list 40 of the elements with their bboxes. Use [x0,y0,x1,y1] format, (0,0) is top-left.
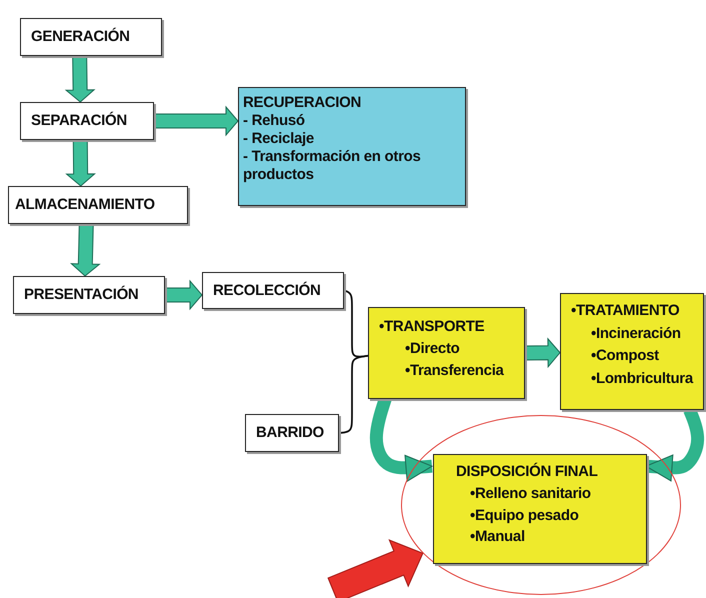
list-item: - Rehusó [243,112,305,130]
list-item: •Equipo pesado [470,506,579,526]
list-item: •Compost [591,346,659,366]
block-arrow [64,55,96,103]
process-box [560,293,704,410]
list-item: •Relleno sanitario [470,484,591,504]
box-heading: •TRANSPORTE [379,317,484,337]
list-item: •Directo [405,338,460,359]
list-item: - Reciclaje [243,130,314,148]
process-box [368,307,525,399]
block-arrow [65,139,96,187]
box-heading: RECUPERACION [243,94,362,112]
block-arrow [154,106,239,136]
box-label: RECOLECCIÓN [213,282,321,300]
block-arrow [164,280,203,310]
box-label: PRESENTACIÓN [24,286,138,304]
box-label: GENERACIÓN [31,28,130,46]
process-box [202,272,344,309]
list-item: •Transferencia [405,360,504,380]
brace-line [338,354,368,434]
process-box [238,87,466,206]
process-box [8,186,188,224]
process-box [433,454,647,564]
list-item: - Transformación en otros productos [243,148,422,184]
box-heading: •TRATAMIENTO [571,301,680,321]
process-box [20,102,154,140]
block-arrow [327,539,424,598]
box-label: ALMACENAMIENTO [15,196,155,214]
list-item: •Manual [470,527,525,548]
box-label: SEPARACIÓN [31,112,127,130]
process-box [13,276,165,314]
process-box [20,18,162,56]
ellipse-outline [401,415,681,595]
box-heading: DISPOSICIÓN FINAL [456,462,598,482]
block-arrow [70,223,101,277]
list-item: •Incineración [591,324,681,344]
box-label: BARRIDO [256,424,324,442]
block-arrow [524,337,561,368]
list-item: •Lombricultura [591,368,693,388]
process-box [245,414,339,452]
